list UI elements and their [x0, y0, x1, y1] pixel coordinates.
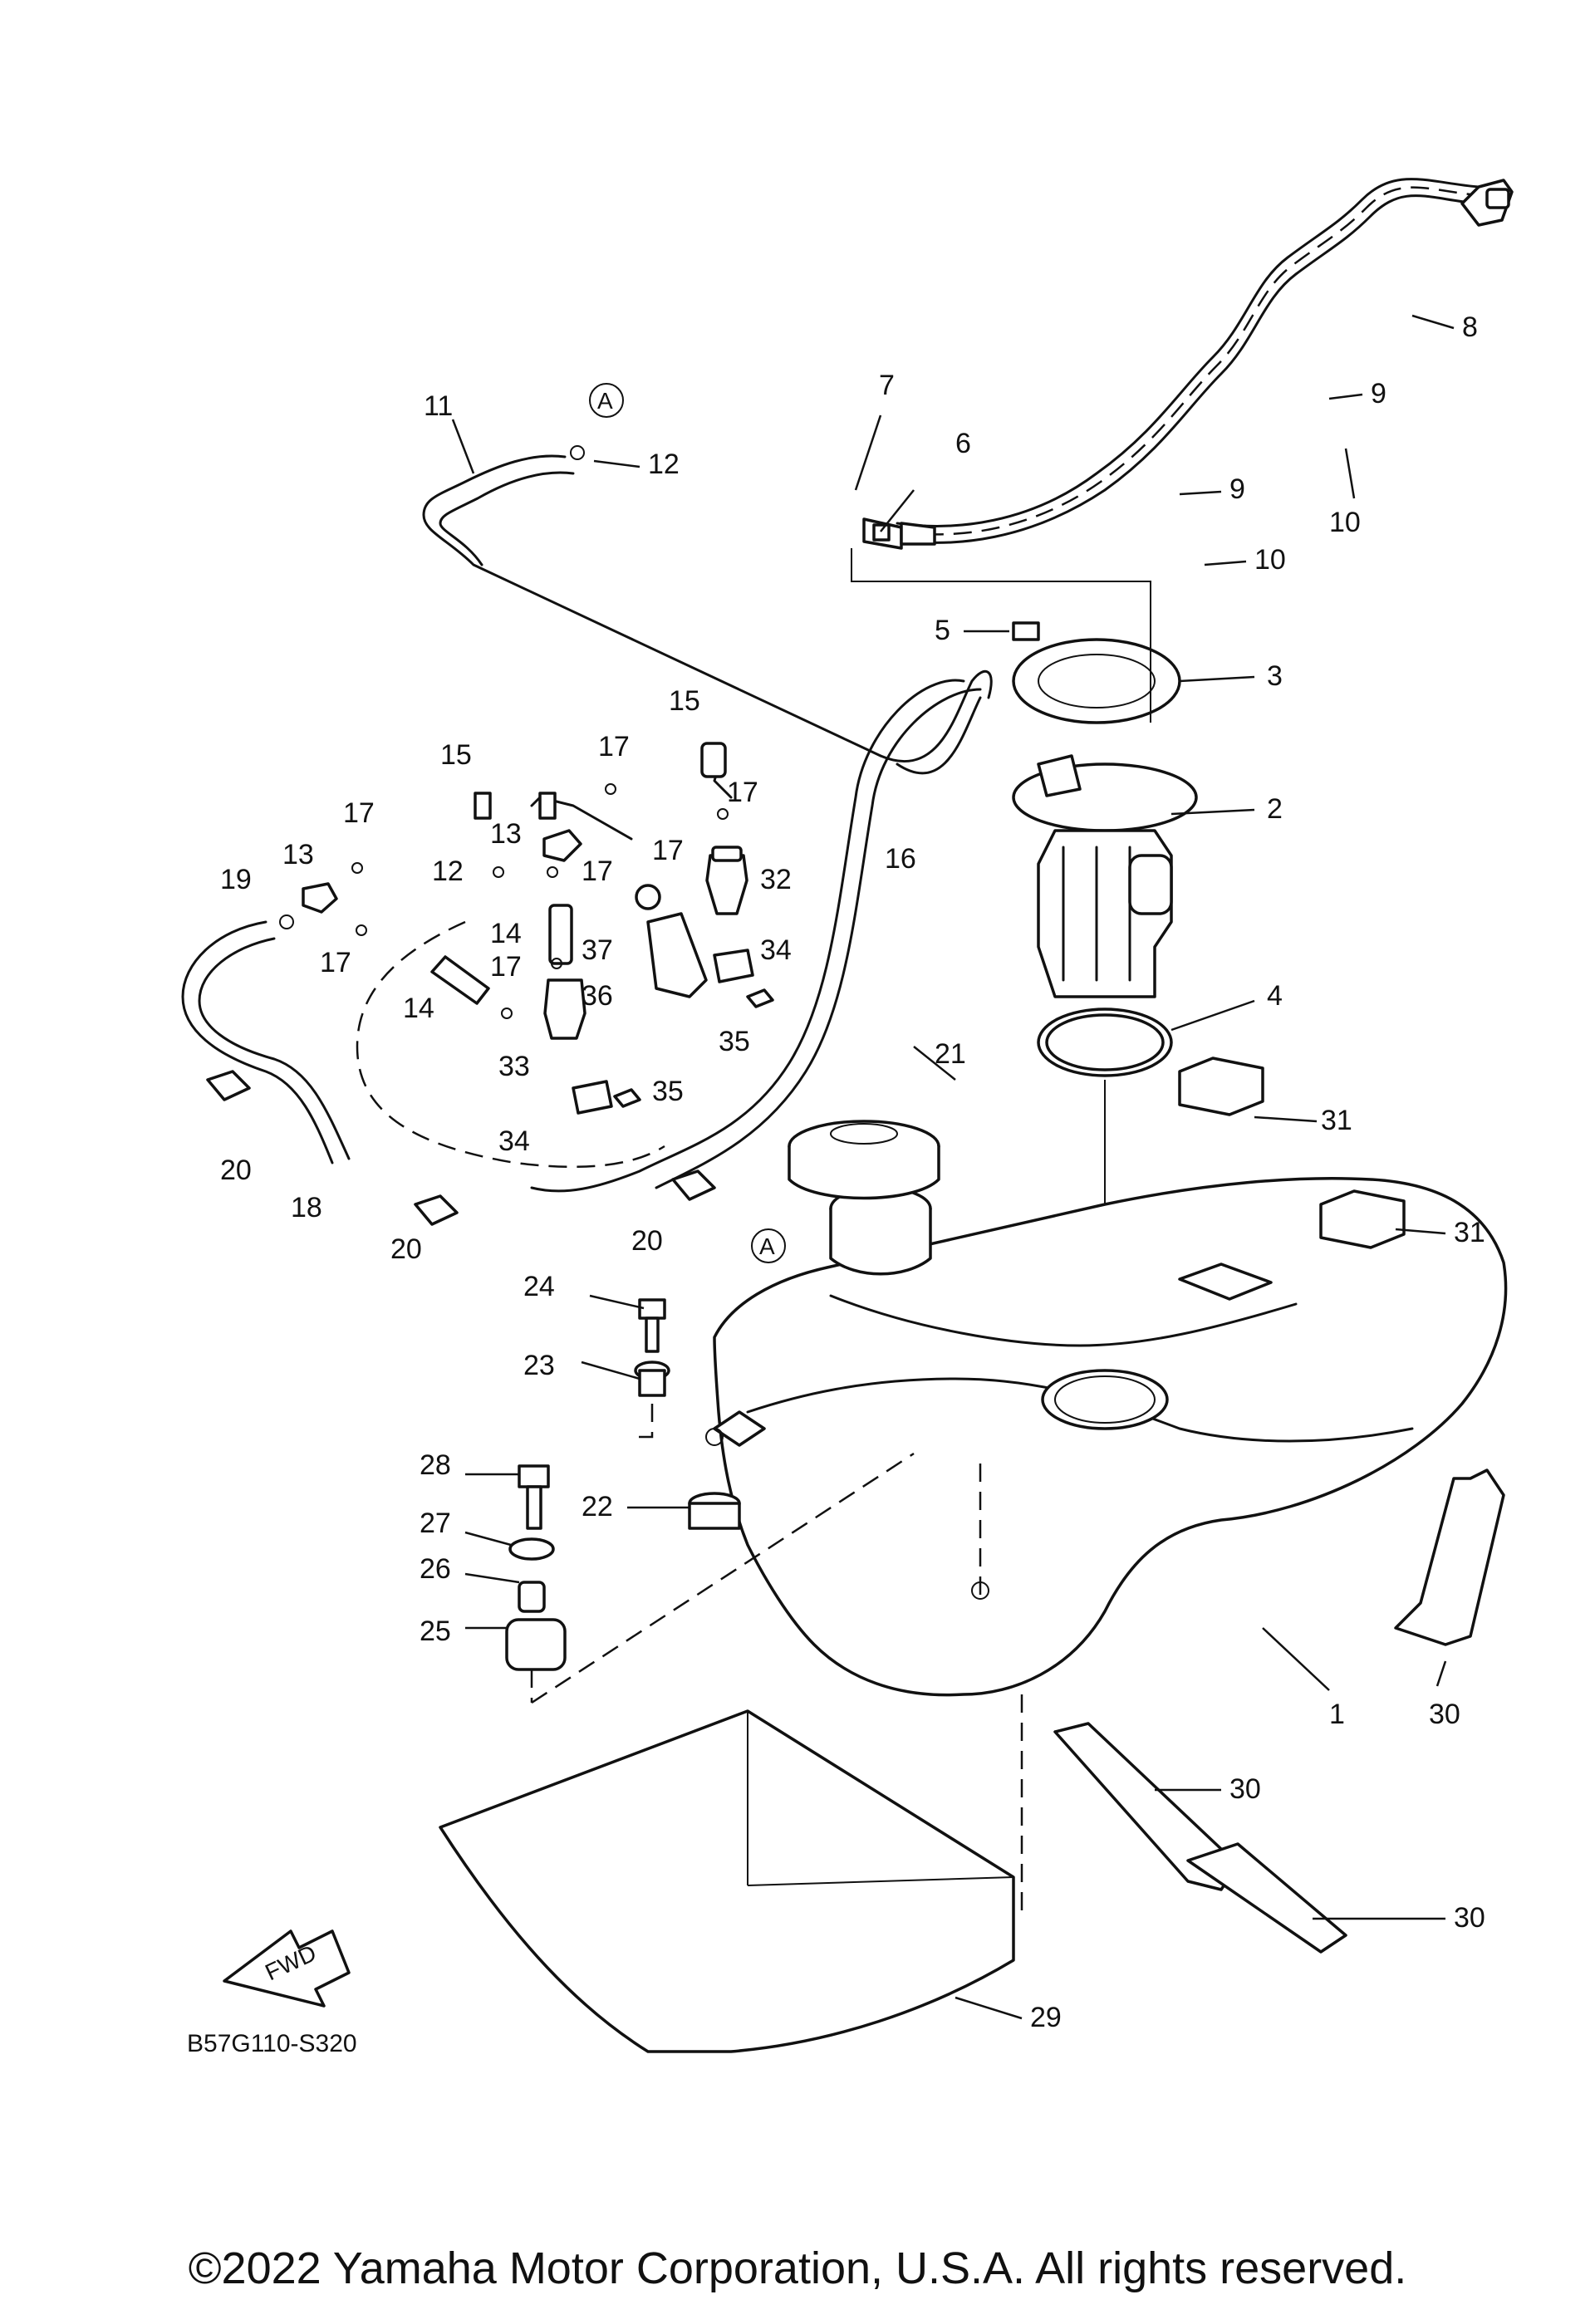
- callout-12b: 12: [432, 856, 464, 887]
- callout-14a: 14: [490, 918, 522, 949]
- fwd-arrow: FWD: [223, 1929, 351, 2008]
- routing-guide: [356, 920, 665, 1169]
- callout-32: 32: [760, 864, 792, 895]
- callout-33: 33: [498, 1051, 530, 1082]
- callout-26: 26: [420, 1553, 451, 1585]
- callout-12a: 12: [648, 449, 680, 480]
- callout-35b: 35: [652, 1076, 684, 1107]
- callout-2: 2: [1267, 793, 1283, 825]
- callout-23: 23: [523, 1350, 555, 1381]
- callout-17c: 17: [343, 797, 375, 829]
- callout-27: 27: [420, 1508, 451, 1539]
- callout-3: 3: [1267, 660, 1283, 692]
- callout-30a: 30: [1429, 1699, 1460, 1730]
- under-tray: [439, 1694, 1023, 2053]
- drawing-code: B57G110-S320: [187, 2030, 357, 2057]
- callout-17e: 17: [652, 835, 684, 866]
- svg-text:A: A: [759, 1233, 775, 1259]
- callout-28: 28: [420, 1449, 451, 1481]
- callout-29: 29: [1030, 2002, 1062, 2033]
- callout-15a: 15: [440, 739, 472, 771]
- callout-17g: 17: [490, 951, 522, 983]
- callout-labels: 1 2 3 4 5 6 7 8 9 9 10 10 11 12 12 13 13…: [220, 311, 1485, 2033]
- ref-marker-tank: A: [751, 1228, 786, 1263]
- callout-21: 21: [935, 1038, 966, 1070]
- callout-5: 5: [935, 615, 950, 646]
- callout-19: 19: [220, 864, 252, 895]
- callout-10b: 10: [1254, 544, 1286, 576]
- callout-35a: 35: [719, 1026, 750, 1057]
- overflow-hose-loop: [530, 679, 982, 1193]
- fuel-pump-assembly: [851, 548, 1198, 1346]
- fuel-cap: [788, 1120, 940, 1200]
- callout-15b: 15: [669, 685, 700, 717]
- rubber-dampers: [1178, 1057, 1406, 1249]
- callout-16: 16: [885, 843, 916, 875]
- callout-1: 1: [1329, 1699, 1345, 1730]
- callout-18: 18: [291, 1192, 322, 1223]
- copyright-notice: ©2022 Yamaha Motor Corporation, U.S.A. A…: [188, 2243, 1407, 2293]
- svg-text:A: A: [597, 388, 613, 414]
- callout-17b: 17: [727, 777, 758, 808]
- valve-assembly: [206, 445, 774, 1226]
- callout-13a: 13: [490, 818, 522, 850]
- callout-8: 8: [1462, 311, 1478, 343]
- fuel-tank: [705, 1177, 1508, 1697]
- callout-34b: 34: [498, 1125, 530, 1157]
- callout-10a: 10: [1329, 507, 1361, 538]
- callout-13b: 13: [282, 839, 314, 870]
- callout-6: 6: [955, 428, 971, 459]
- leader-lines: [451, 314, 1455, 2020]
- callout-20a: 20: [220, 1155, 252, 1186]
- callout-30b: 30: [1229, 1773, 1261, 1805]
- breather-hose: [422, 454, 993, 775]
- rubber-strips: [1053, 1468, 1505, 1954]
- callout-24: 24: [523, 1271, 555, 1302]
- callout-22: 22: [582, 1491, 613, 1522]
- callout-17f: 17: [320, 947, 351, 978]
- callout-36: 36: [582, 980, 613, 1012]
- callout-20c: 20: [631, 1225, 663, 1257]
- callout-25: 25: [420, 1616, 451, 1647]
- fuel-hose: [862, 178, 1514, 550]
- callout-9b: 9: [1229, 473, 1245, 505]
- ref-marker-top: A: [589, 383, 624, 418]
- callout-37: 37: [582, 934, 613, 966]
- callout-31a: 31: [1321, 1105, 1352, 1136]
- mount-hardware: [505, 1298, 982, 1704]
- callout-20b: 20: [390, 1233, 422, 1265]
- callout-4: 4: [1267, 980, 1283, 1012]
- callout-17a: 17: [598, 731, 630, 762]
- callout-17d: 17: [582, 856, 613, 887]
- callout-34a: 34: [760, 934, 792, 966]
- callout-9a: 9: [1371, 378, 1386, 409]
- left-drain-hose: [181, 920, 351, 1164]
- callout-30c: 30: [1454, 1902, 1485, 1934]
- callout-14b: 14: [403, 993, 434, 1024]
- callout-7: 7: [879, 370, 895, 401]
- callout-31b: 31: [1454, 1217, 1485, 1248]
- callout-11: 11: [424, 390, 453, 422]
